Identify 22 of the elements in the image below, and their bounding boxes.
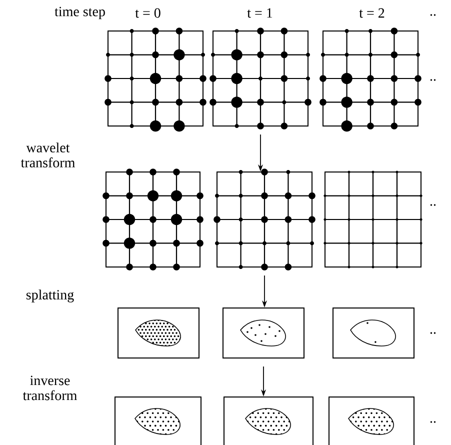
row-label: splatting: [26, 290, 74, 302]
ellipsis: ..: [430, 421, 436, 423]
splat-panel: [224, 396, 314, 445]
splat-panel: [118, 308, 200, 358]
row-label: wavelet transform: [20, 142, 75, 168]
row-label: inverse transform: [22, 376, 77, 400]
grid-panel: [210, 28, 312, 130]
grid-panel: [104, 28, 206, 132]
time-label: t = 1: [247, 8, 272, 18]
grid-panel: [102, 168, 204, 270]
grid-panel: [214, 168, 316, 270]
splat-panel: [114, 396, 202, 445]
splat-panel: [332, 308, 414, 358]
grid-panel: [324, 170, 422, 268]
ellipsis: ..: [430, 14, 436, 16]
time-label: t = 2: [359, 8, 384, 18]
ellipsis: ..: [430, 332, 436, 334]
axis-label: time step: [54, 6, 105, 20]
time-label: t = 0: [135, 8, 160, 18]
splat-panel: [222, 308, 304, 358]
grid-panel: [320, 28, 422, 132]
splat-panel: [328, 396, 414, 445]
